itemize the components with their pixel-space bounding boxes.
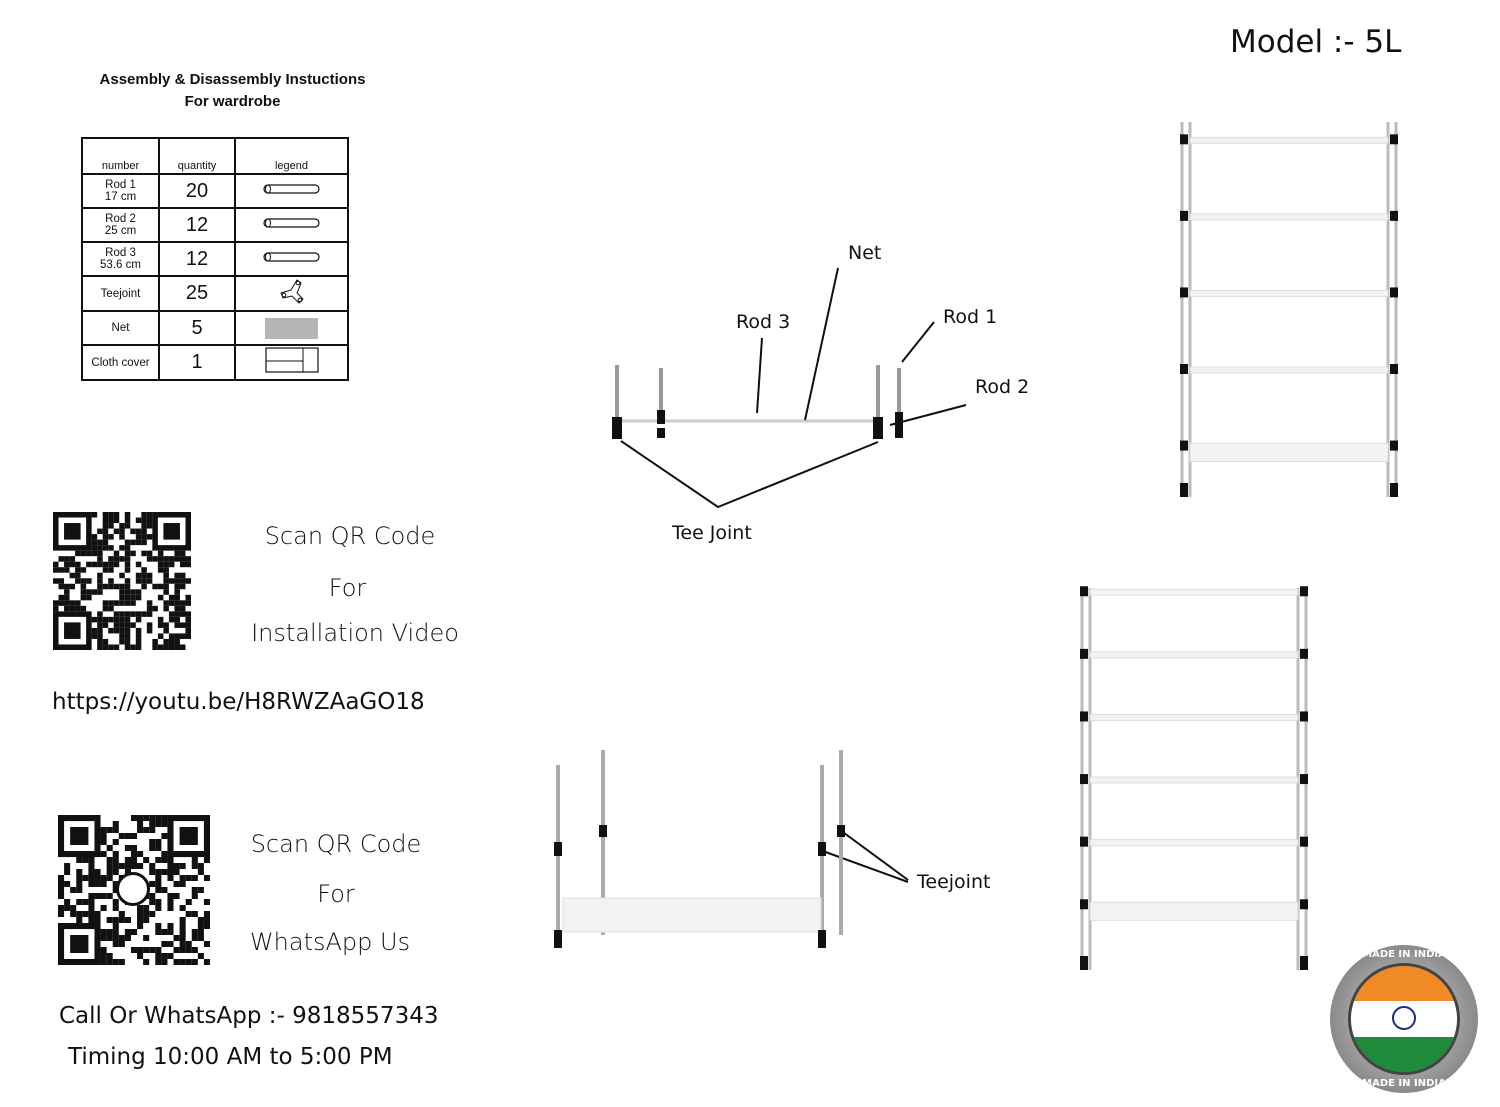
part-name: Rod 3 <box>105 247 136 259</box>
table-header: number quantity legend <box>81 137 349 175</box>
part-name: Rod 1 <box>105 179 136 191</box>
net-swatch <box>265 317 318 339</box>
whatsapp-for-text: For <box>317 880 355 908</box>
whatsapp-us-text: WhatsApp Us <box>249 928 411 956</box>
part-name: Net <box>81 310 160 346</box>
table-row: Teejoint 25 <box>81 275 349 312</box>
video-install-text: Installation Video <box>251 619 459 647</box>
contact-timing: Timing 10:00 AM to 5:00 PM <box>68 1044 393 1070</box>
part-quantity: 12 <box>158 207 236 243</box>
video-for-text: For <box>328 574 367 602</box>
rack-5-tier-illustration <box>1180 122 1398 497</box>
instructions-title: Assembly & Disassembly Instuctions <box>99 71 366 88</box>
rod-icon <box>262 184 320 194</box>
part-quantity: 20 <box>158 173 236 209</box>
part-name: Rod 2 <box>105 213 136 225</box>
label-net: Net <box>848 242 882 264</box>
qr-code-video[interactable] <box>53 512 191 650</box>
rod-icon <box>262 218 320 228</box>
contact-phone: Call Or WhatsApp :- 9818557343 <box>59 1003 439 1029</box>
cloth-cover-icon <box>264 347 319 373</box>
part-quantity: 25 <box>158 275 236 312</box>
label-rod1: Rod 1 <box>943 306 998 328</box>
part-quantity: 12 <box>158 241 236 277</box>
part-size: 53.6 cm <box>100 259 141 271</box>
teejoint-icon <box>279 279 304 304</box>
instructions-subtitle: For wardrobe <box>184 93 281 110</box>
rod-icon <box>262 252 320 262</box>
ashoka-chakra-icon <box>1392 1005 1416 1030</box>
badge-text-top: MADE IN INDIA <box>1362 949 1446 960</box>
made-in-india-badge: MADE IN INDIA MADE IN INDIA <box>1330 945 1478 1093</box>
part-name: Cloth cover <box>81 344 160 381</box>
table-row: Net 5 <box>81 310 349 346</box>
model-label: Model :- 5L <box>1230 24 1402 60</box>
whatsapp-scan-text: Scan QR Code <box>250 830 422 858</box>
badge-text-bottom: MADE IN INDIA <box>1362 1078 1446 1089</box>
part-quantity: 1 <box>158 344 236 381</box>
part-size: 17 cm <box>104 191 137 203</box>
label-rod3: Rod 3 <box>736 311 791 333</box>
whatsapp-icon <box>116 872 150 906</box>
part-quantity: 5 <box>158 310 236 346</box>
header-number: number <box>81 137 160 175</box>
video-scan-text: Scan QR Code <box>264 522 436 550</box>
label-teejoint: Teejoint <box>917 871 991 893</box>
header-legend: legend <box>234 137 349 175</box>
part-name: Teejoint <box>81 275 160 312</box>
part-size: 25 cm <box>104 225 137 237</box>
label-tee-joint: Tee Joint <box>672 522 752 544</box>
header-quantity: quantity <box>158 137 236 175</box>
video-url-link[interactable]: https://youtu.be/H8RWZAaGO18 <box>52 689 425 715</box>
table-row: Cloth cover 1 <box>81 344 349 381</box>
label-rod2: Rod 2 <box>975 376 1030 398</box>
rack-6-tier-illustration <box>1080 586 1308 970</box>
